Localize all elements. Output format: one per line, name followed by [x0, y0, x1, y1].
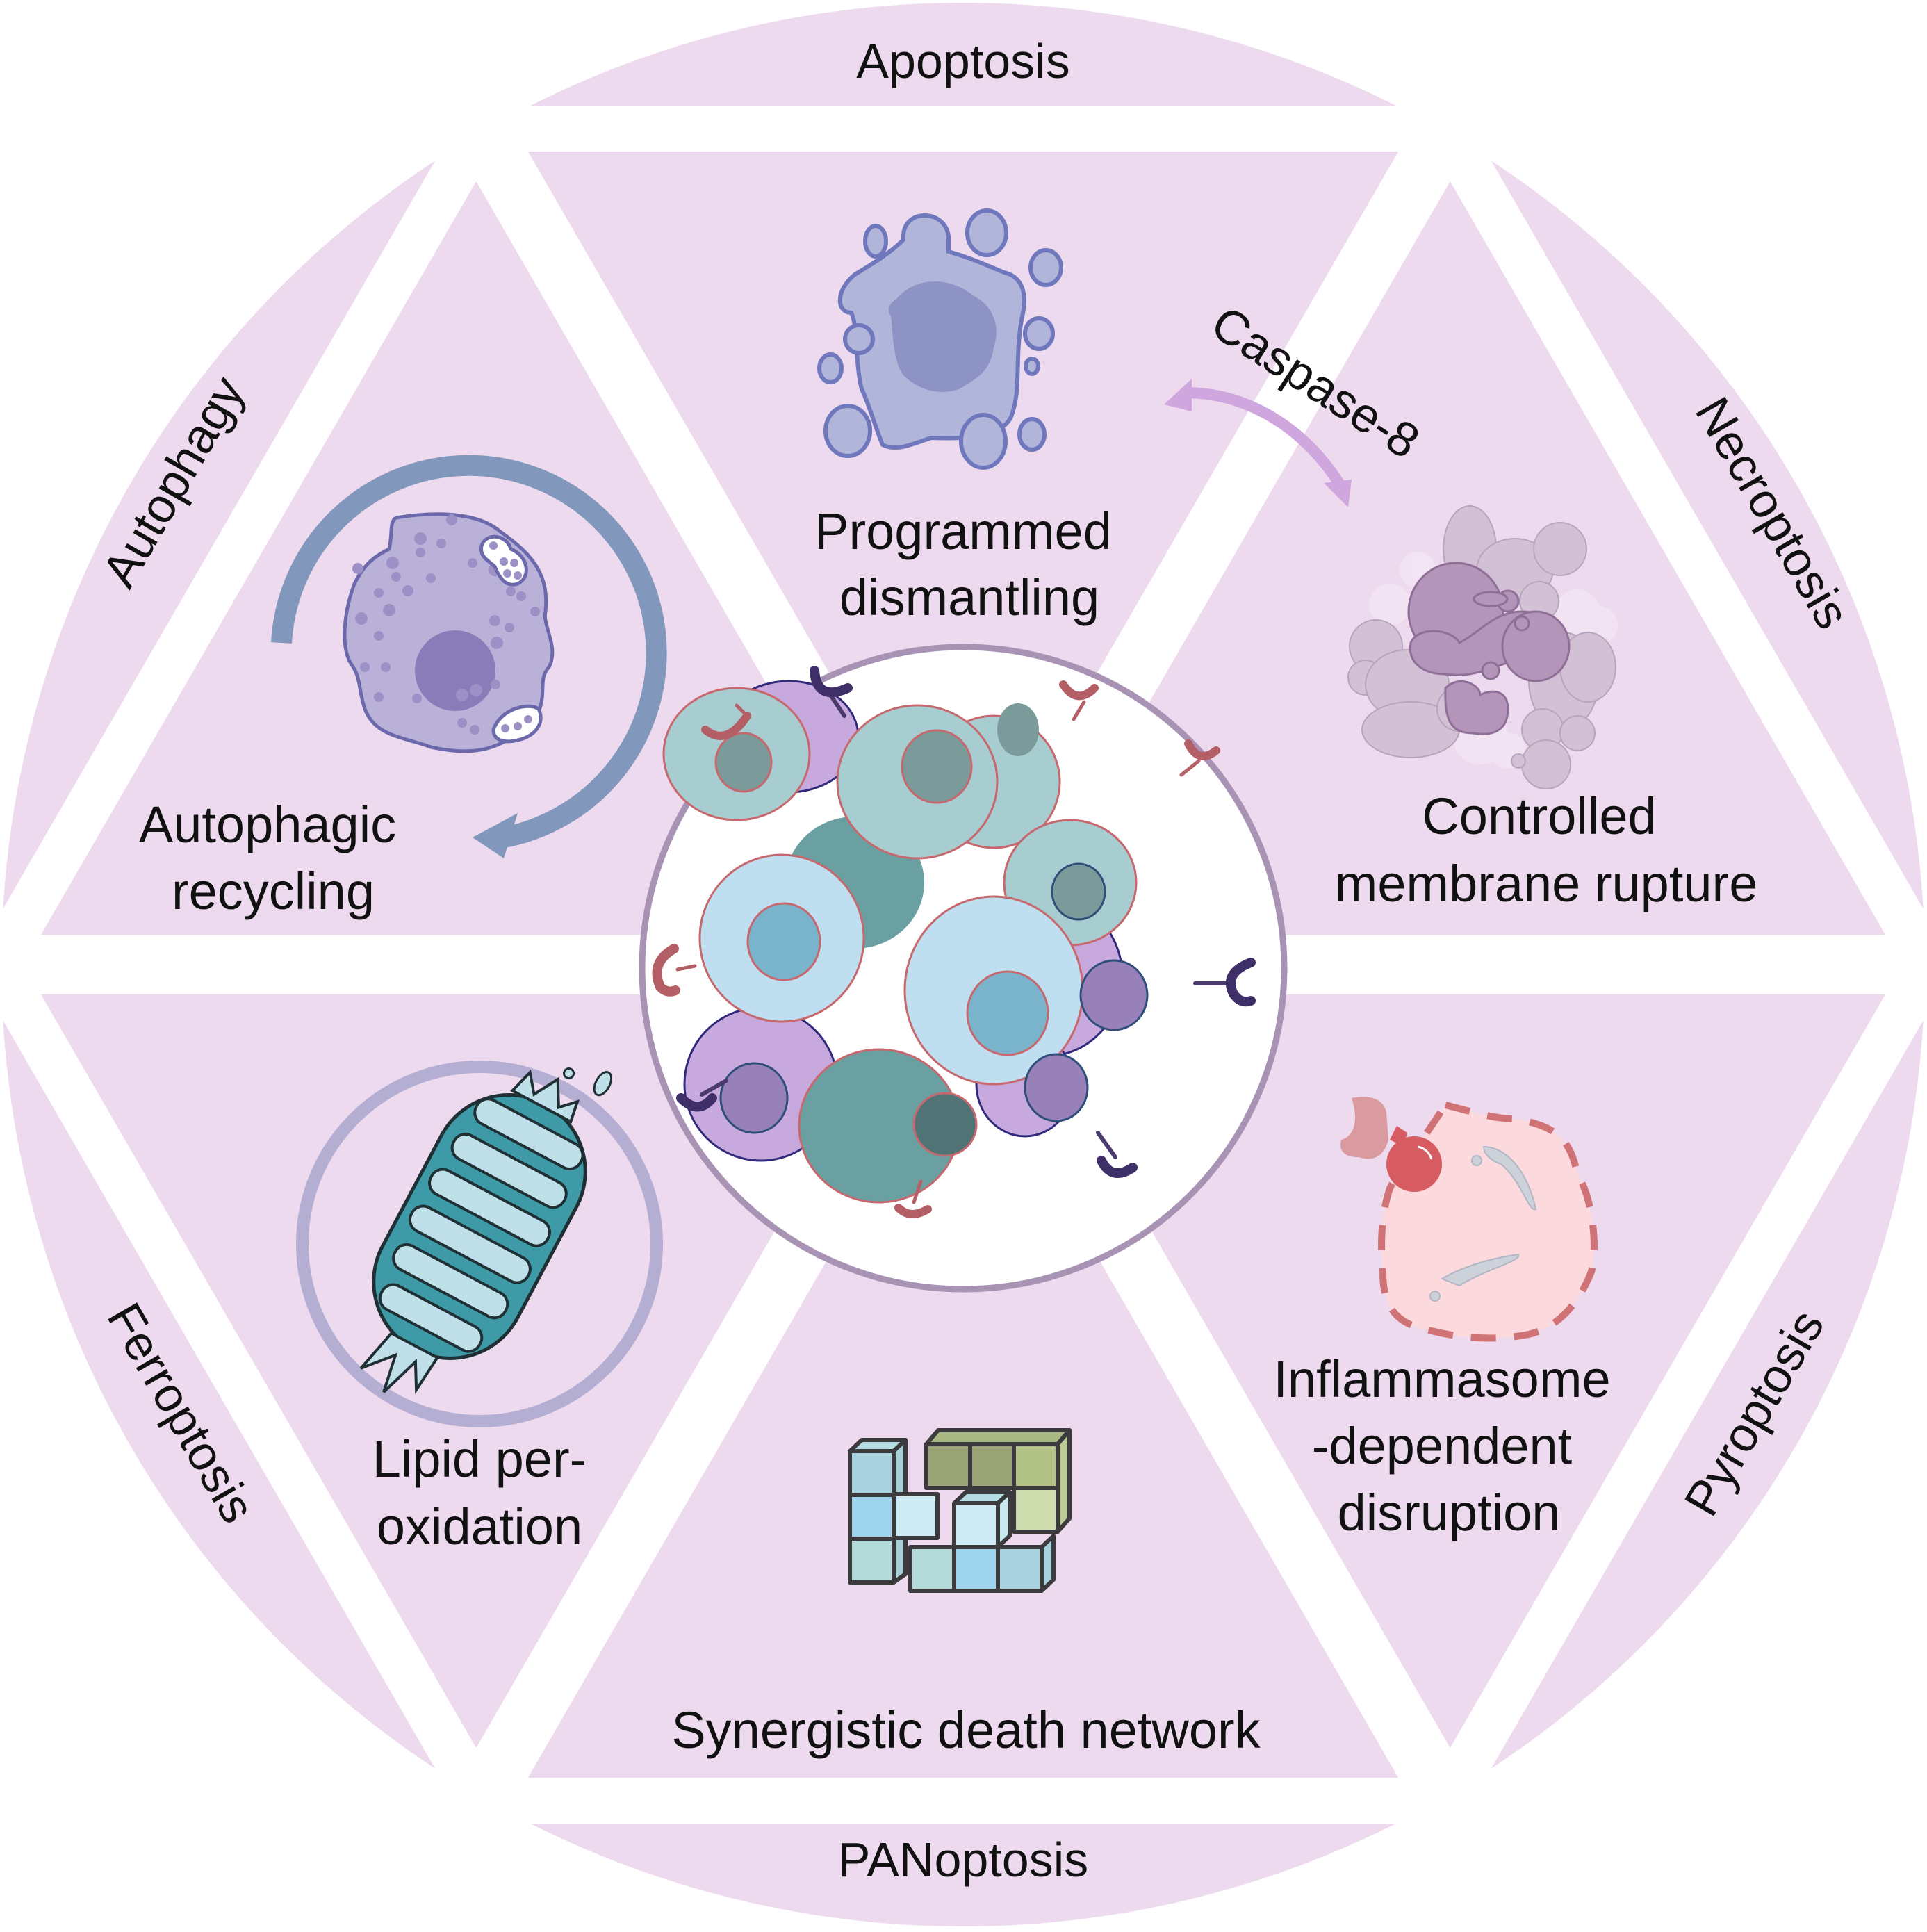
- label-panoptosis: PANoptosis: [838, 1833, 1089, 1887]
- ferroptosis-ring: [296, 1061, 663, 1427]
- mitochondrion-icon: [296, 1061, 663, 1427]
- pyroptotic-cell-icon: [1340, 1097, 1598, 1342]
- tumor-cell-cluster-icon: [652, 666, 1256, 1218]
- necroptosis-desc-line1: Controlled: [1422, 787, 1656, 845]
- autophagy-desc-line1: Autophagic: [139, 796, 396, 853]
- panoptosis-desc: Synergistic death network: [671, 1701, 1261, 1759]
- necroptosis-desc-line2: membrane rupture: [1335, 855, 1758, 912]
- label-apoptosis: Apoptosis: [856, 34, 1069, 88]
- cube-network-icon: [848, 1428, 1072, 1593]
- pyroptosis-desc-line1: Inflammasome: [1273, 1350, 1610, 1408]
- apoptosis-desc-line1: Programmed: [814, 502, 1112, 560]
- ferroptosis-desc-line2: oxidation: [377, 1498, 582, 1555]
- apoptosis-desc-line2: dismantling: [839, 568, 1099, 626]
- autophagic-cell-icon: [271, 455, 667, 858]
- autophagy-desc-line2: recycling: [172, 862, 375, 920]
- ferroptosis-desc-line1: Lipid per-: [372, 1430, 587, 1488]
- pyroptosis-desc-line3: disruption: [1338, 1484, 1561, 1541]
- necroptotic-cell-icon: [1347, 505, 1618, 789]
- recycling-arrow-icon: [271, 455, 667, 848]
- apoptotic-cell-icon: [817, 208, 1063, 470]
- caspase-8-arrow-icon: [1164, 379, 1352, 507]
- pyroptosis-desc-line2: -dependent: [1312, 1417, 1573, 1475]
